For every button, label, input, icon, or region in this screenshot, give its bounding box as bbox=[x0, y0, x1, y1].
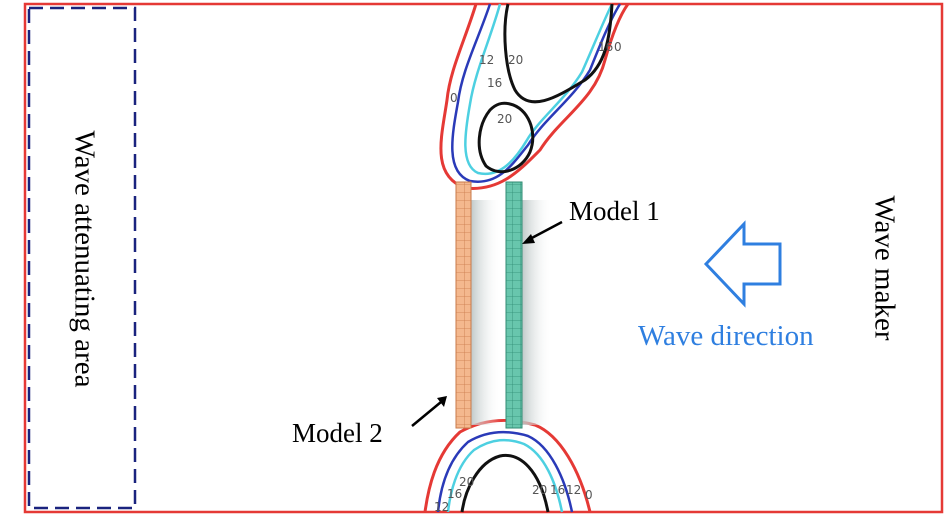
contour-label-top-0b: 0 bbox=[450, 91, 458, 105]
contour-label-bottom-12b: 12 bbox=[566, 483, 581, 497]
contour-20-bottom bbox=[460, 453, 550, 513]
model2-shadow bbox=[471, 200, 501, 425]
contour-20-island bbox=[477, 101, 535, 174]
contour-12-top bbox=[451, 3, 622, 183]
contour-label-top-16b: 16 bbox=[598, 40, 613, 54]
model2-structure bbox=[455, 181, 472, 429]
contour-0-bottom bbox=[423, 418, 592, 513]
contour-label-top-0: 0 bbox=[614, 40, 622, 54]
contour-16-bottom bbox=[446, 438, 564, 513]
model1-structure bbox=[505, 181, 523, 429]
contour-label-bottom-16b: 16 bbox=[550, 483, 565, 497]
contour-label-bottom-0: 0 bbox=[585, 488, 593, 502]
contour-label-top-16: 16 bbox=[487, 76, 502, 90]
wave-direction-arrow bbox=[703, 220, 782, 308]
contour-label-island-20: 20 bbox=[497, 112, 512, 126]
contour-16-top bbox=[464, 3, 614, 176]
model1-shadow bbox=[522, 200, 552, 425]
contour-label-top-20: 20 bbox=[508, 53, 523, 67]
contour-label-bottom-20: 20 bbox=[459, 475, 474, 489]
wave-attenuating-area-label: Wave attenuating area bbox=[68, 130, 101, 388]
model2-pointer-arrow bbox=[411, 396, 447, 427]
model2-label: Model 2 bbox=[292, 418, 383, 448]
bottom-land-contours bbox=[423, 418, 592, 513]
attenuating-area-box bbox=[27, 6, 137, 510]
wave-maker-label: Wave maker bbox=[868, 195, 901, 341]
basin-boundary bbox=[23, 2, 944, 514]
contour-label-bottom-12: 12 bbox=[434, 500, 449, 514]
top-land-contours bbox=[439, 3, 630, 190]
contour-number-labels: 12 20 16 16 0 0 20 12 16 20 20 16 12 0 bbox=[434, 40, 622, 514]
contour-label-top-12: 12 bbox=[479, 53, 494, 67]
model1-label: Model 1 bbox=[569, 196, 660, 226]
contour-label-bottom-20b: 20 bbox=[532, 483, 547, 497]
model1-pointer-arrow bbox=[522, 220, 563, 244]
wave-direction-label: Wave direction bbox=[638, 320, 814, 352]
contour-20-top bbox=[503, 3, 614, 104]
contour-label-bottom-16: 16 bbox=[447, 487, 462, 501]
contour-12-bottom bbox=[436, 430, 574, 513]
contour-0-top bbox=[439, 3, 630, 190]
